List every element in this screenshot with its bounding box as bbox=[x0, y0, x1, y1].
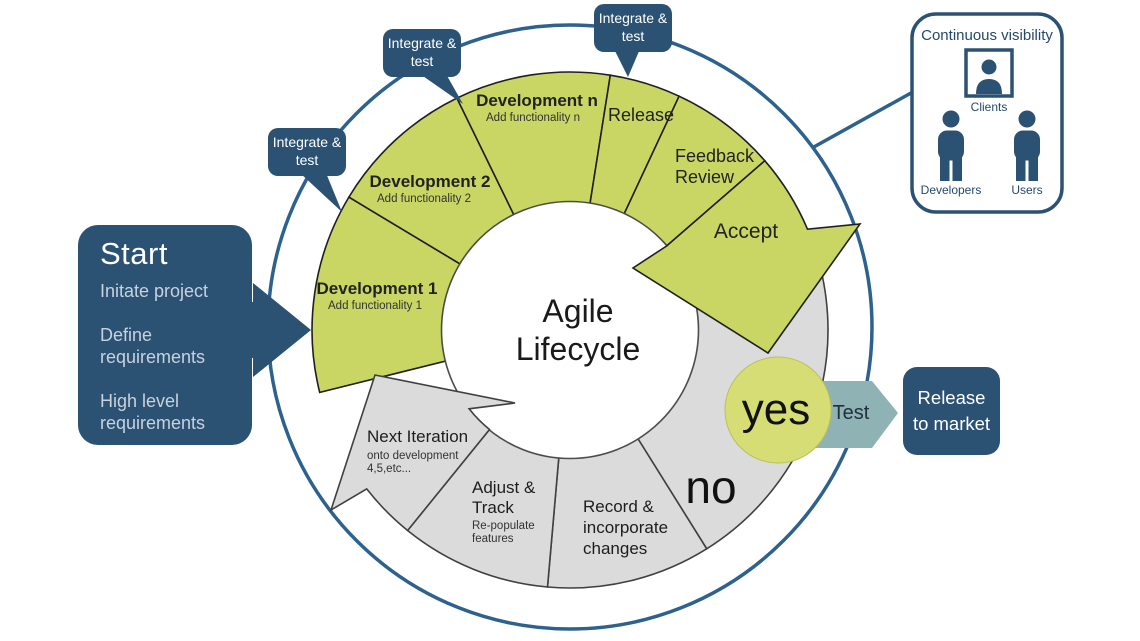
clients-icon bbox=[964, 48, 1014, 98]
next-iteration-label: Next Iteration bbox=[367, 427, 469, 446]
users-icon bbox=[1014, 110, 1040, 181]
start-box-shape bbox=[78, 225, 252, 445]
development-1-sub: Add functionality 1 bbox=[328, 300, 422, 312]
callout-label-2: Integrate & test bbox=[387, 35, 457, 69]
yes-label: yes bbox=[741, 385, 811, 434]
yes-circle-shape bbox=[724, 356, 832, 464]
inner-hub-circle bbox=[440, 200, 700, 460]
developers-label: Developers bbox=[920, 183, 982, 197]
release-to-market-label: Release to market bbox=[912, 387, 991, 434]
development-2-label: Development 2 bbox=[369, 172, 491, 191]
next-iteration-sub: onto development 4,5,etc... bbox=[367, 450, 459, 475]
no-label: no bbox=[685, 461, 737, 513]
visibility-box-title: Continuous visibility bbox=[921, 27, 1053, 44]
start-box-title: Start bbox=[100, 236, 168, 271]
clients-label: Clients bbox=[970, 100, 1008, 114]
feedback-review-label: Feedback Review bbox=[675, 146, 755, 187]
test-arrow-label: Test bbox=[832, 402, 870, 424]
callout-bubble-3 bbox=[594, 4, 672, 77]
start-arrow-head bbox=[253, 283, 311, 377]
callout-bubble-2 bbox=[383, 29, 463, 104]
visibility-connector-line bbox=[811, 91, 912, 150]
start-box-items: Initate project Define requirements High… bbox=[100, 280, 234, 456]
callout-label-1: Integrate & test bbox=[272, 134, 342, 168]
users-label: Users bbox=[1011, 183, 1043, 197]
record-incorporate-label: Record & incorporate changes bbox=[583, 497, 669, 558]
segment-accept-arrow bbox=[631, 159, 862, 355]
accept-label: Accept bbox=[713, 220, 779, 243]
adjust-track-label: Adjust & Track bbox=[472, 478, 536, 517]
development-2-sub: Add functionality 2 bbox=[377, 193, 471, 205]
callout-bubble-1 bbox=[268, 128, 346, 212]
development-1-label: Development 1 bbox=[316, 279, 438, 298]
segment-next-iteration-arrow bbox=[329, 374, 516, 532]
developers-icon bbox=[938, 110, 964, 181]
start-item: High level requirements bbox=[100, 391, 206, 433]
development-n-label: Development n bbox=[476, 91, 598, 110]
release-to-market-box-shape bbox=[903, 367, 1000, 455]
callout-label-3: Integrate & test bbox=[598, 10, 668, 44]
release-label: Release bbox=[607, 105, 675, 125]
adjust-track-block: Adjust & Track Re-populate features bbox=[472, 478, 552, 546]
adjust-track-sub: Re-populate features bbox=[472, 520, 535, 545]
next-iteration-block: Next Iteration onto development 4,5,etc.… bbox=[367, 427, 468, 476]
development-n-sub: Add functionality n bbox=[486, 112, 580, 124]
start-item: Initate project bbox=[100, 281, 209, 301]
diagram-center-title: Agile Lifecycle bbox=[515, 293, 641, 367]
start-item: Define requirements bbox=[100, 325, 206, 367]
